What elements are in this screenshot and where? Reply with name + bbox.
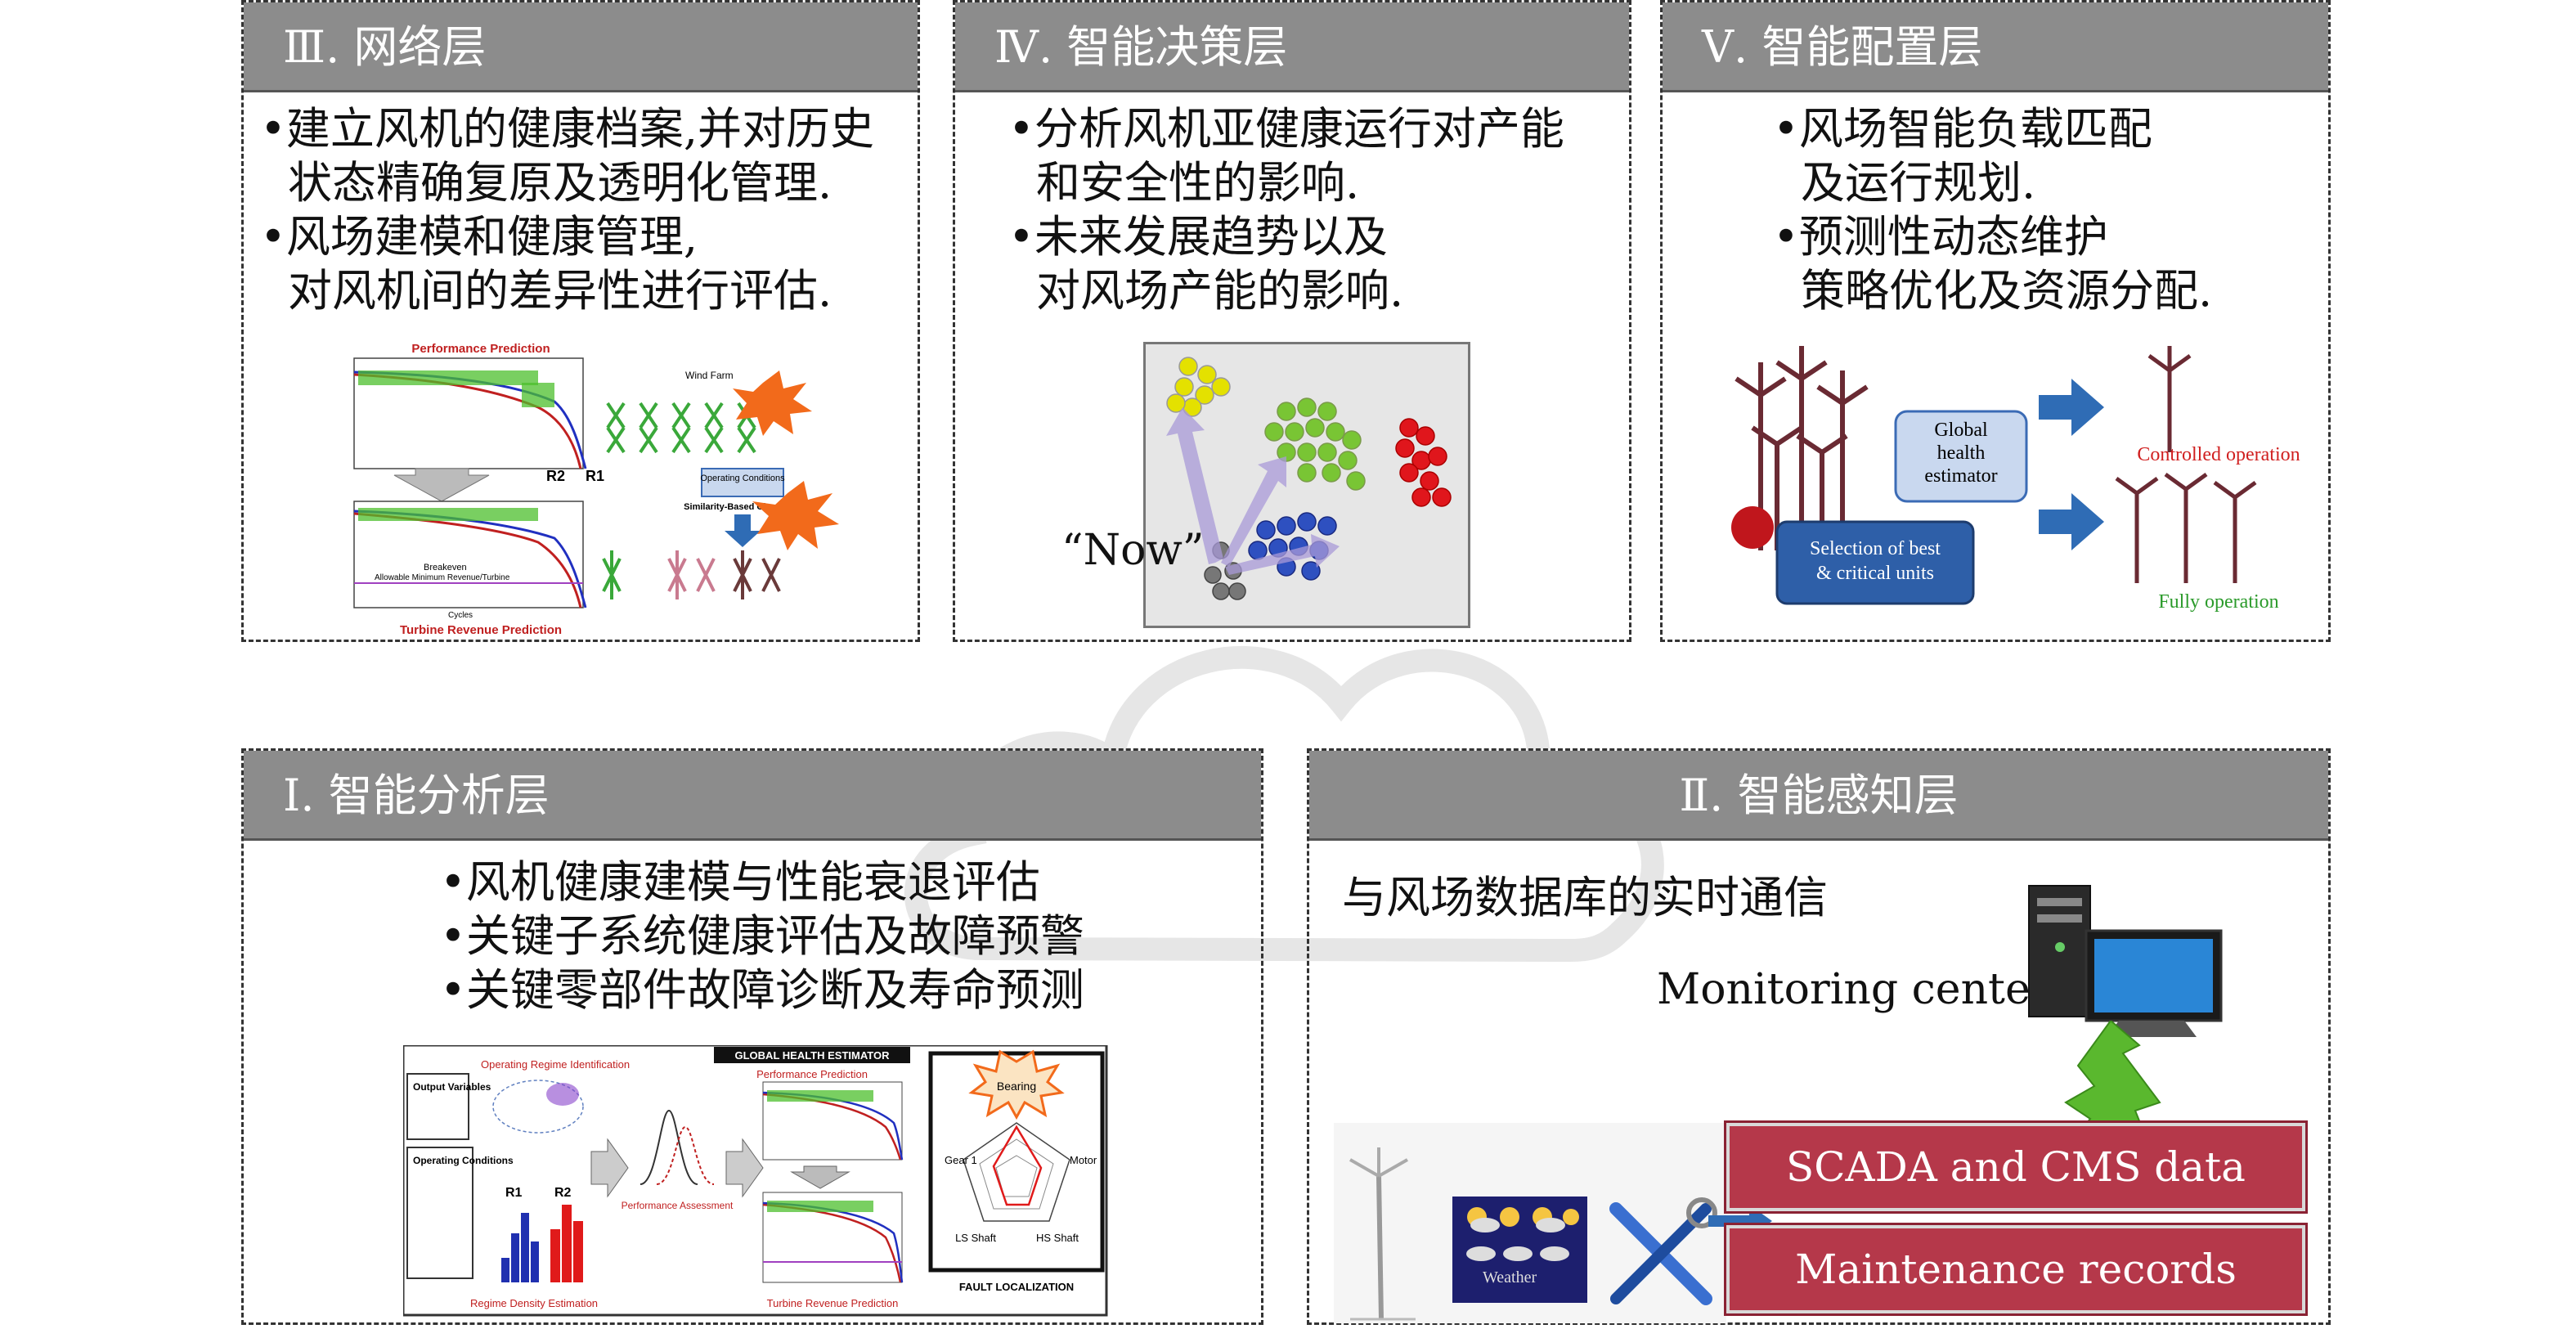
bullet-line: •关键零部件故障诊断及寿命预测 bbox=[440, 964, 1084, 1016]
r1-label: R1 bbox=[586, 468, 604, 484]
tools-icon bbox=[1609, 1197, 1717, 1305]
config-layer-panel: Ⅴ. 智能配置层 •风场智能负载匹配 及运行规划. •预测性动态维护 策略优化及… bbox=[1660, 0, 2331, 642]
maintenance-records-box: Maintenance records bbox=[1726, 1225, 2305, 1313]
turbine-group-icon bbox=[1735, 346, 1869, 550]
bullet-line: •关键子系统健康评估及故障预警 bbox=[440, 910, 1084, 962]
turbine-revenue-title: Turbine Revenue Prediction bbox=[767, 1297, 899, 1309]
config-figure: Global health estimator Controlled opera… bbox=[1731, 346, 2300, 613]
r2-label: R2 bbox=[554, 1186, 572, 1200]
fully-turbines-icon bbox=[2115, 472, 2257, 583]
controlled-operation-label: Controlled operation bbox=[2137, 444, 2300, 465]
global-health-estimator-title: GLOBAL HEALTH ESTIMATOR bbox=[735, 1049, 891, 1062]
bullet-line: 状态精确复原及透明化管理. bbox=[288, 157, 832, 209]
performance-assessment-label: Performance Assessment bbox=[622, 1200, 734, 1211]
selection-line: Selection of best bbox=[1810, 538, 1941, 559]
decision-layer-panel: Ⅳ. 智能决策层 •分析风机亚健康运行对产能 和安全性的影响. •未来发展趋势以… bbox=[953, 0, 1631, 642]
cluster-scatter bbox=[1166, 357, 1452, 600]
global-health-line: health bbox=[1937, 442, 1986, 464]
bullet-line: •预测性动态维护 bbox=[1773, 211, 2108, 263]
fully-operation-label: Fully operation bbox=[2158, 591, 2278, 613]
selection-line: & critical units bbox=[1816, 563, 1934, 584]
motor-label: Motor bbox=[1070, 1154, 1097, 1166]
bullet-line: •风机健康建模与性能衰退评估 bbox=[440, 856, 1040, 908]
config-layer-header: Ⅴ. 智能配置层 bbox=[1663, 2, 2328, 92]
perception-layer-panel: Ⅱ. 智能感知层 与风场数据库的实时通信 Monitoring center W… bbox=[1307, 748, 2331, 1325]
computer-icon bbox=[2028, 885, 2223, 1037]
allowable-minimum-label: Allowable Minimum Revenue/Turbine bbox=[375, 573, 510, 582]
bullet-line: •风场建模和健康管理, bbox=[260, 211, 698, 263]
trend-arrows-icon bbox=[1166, 407, 1340, 575]
now-label: “Now” bbox=[1061, 526, 1205, 575]
analysis-figure: Output Variables Operating Conditions Op… bbox=[403, 1045, 1108, 1317]
wind-farm-label: Wind Farm bbox=[685, 370, 734, 381]
cycles-label: Cycles bbox=[448, 611, 473, 620]
weather-label: Weather bbox=[1483, 1268, 1537, 1286]
bullet-line: 对风场产能的影响. bbox=[1036, 265, 1404, 317]
realtime-communication-text: 与风场数据库的实时通信 bbox=[1342, 872, 1828, 923]
scada-cms-data-box: SCADA and CMS data bbox=[1726, 1123, 2305, 1211]
controlled-turbine-icon bbox=[2147, 346, 2192, 452]
regime-density-title: Regime Density Estimation bbox=[470, 1297, 598, 1309]
network-figure: Performance Prediction R2 R1 Breakeven A… bbox=[353, 342, 839, 637]
monitoring-center-label: Monitoring center bbox=[1657, 965, 2051, 1014]
breakeven-label: Breakeven bbox=[424, 563, 467, 572]
r1-label: R1 bbox=[505, 1186, 523, 1200]
bullet-line: •未来发展趋势以及 bbox=[1008, 211, 1388, 263]
r2-label: R2 bbox=[546, 468, 565, 484]
regime-identification-title: Operating Regime Identification bbox=[481, 1058, 630, 1071]
analysis-layer-panel: Ⅰ. 智能分析层 •风机健康建模与性能衰退评估 •关键子系统健康评估及故障预警 … bbox=[241, 748, 1263, 1325]
hs-shaft-label: HS Shaft bbox=[1036, 1232, 1079, 1244]
bullet-line: 对风机间的差异性进行评估. bbox=[288, 265, 832, 317]
ls-shaft-label: LS Shaft bbox=[955, 1232, 996, 1244]
global-health-line: estimator bbox=[1924, 465, 1997, 487]
config-layer-bullets: •风场智能负载匹配 及运行规划. •预测性动态维护 策略优化及资源分配. bbox=[1773, 102, 2212, 318]
perception-layer-header: Ⅱ. 智能感知层 bbox=[1309, 751, 2328, 841]
global-health-line: Global bbox=[1934, 420, 1988, 441]
bullet-line: •分析风机亚健康运行对产能 bbox=[1008, 103, 1564, 155]
network-layer-bullets: •建立风机的健康档案,并对历史 状态精确复原及透明化管理. •风场建模和健康管理… bbox=[260, 102, 874, 318]
bullet-line: •风场智能负载匹配 bbox=[1773, 103, 2152, 155]
analysis-layer-bullets: •风机健康建模与性能衰退评估 •关键子系统健康评估及故障预警 •关键零部件故障诊… bbox=[440, 855, 1084, 1017]
operating-conditions-label: Operating Conditions bbox=[413, 1155, 514, 1166]
performance-prediction-title: Performance Prediction bbox=[756, 1068, 868, 1080]
gear-label: Gear 1 bbox=[945, 1154, 977, 1166]
bullet-line: •建立风机的健康档案,并对历史 bbox=[260, 103, 875, 155]
weather-icons bbox=[1466, 1207, 1579, 1261]
network-layer-panel: Ⅲ. 网络层 •建立风机的健康档案,并对历史 状态精确复原及透明化管理. •风场… bbox=[241, 0, 920, 642]
turbine-revenue-title: Turbine Revenue Prediction bbox=[400, 623, 562, 637]
wind-turbine-icon bbox=[1349, 1147, 1416, 1321]
analysis-layer-header: Ⅰ. 智能分析层 bbox=[244, 751, 1261, 841]
bullet-line: 及运行规划. bbox=[1801, 157, 2036, 209]
network-layer-header: Ⅲ. 网络层 bbox=[244, 2, 918, 92]
output-variables-label: Output Variables bbox=[413, 1081, 491, 1093]
decision-layer-header: Ⅳ. 智能决策层 bbox=[955, 2, 1629, 92]
performance-prediction-title: Performance Prediction bbox=[411, 342, 550, 356]
fault-localization-label: FAULT LOCALIZATION bbox=[959, 1281, 1074, 1293]
decision-layer-bullets: •分析风机亚健康运行对产能 和安全性的影响. •未来发展趋势以及 对风场产能的影… bbox=[1008, 102, 1564, 318]
bullet-line: 策略优化及资源分配. bbox=[1801, 265, 2213, 317]
wind-farm-turbines-icon bbox=[606, 402, 756, 454]
operating-conditions-label: Operating Conditions bbox=[700, 474, 785, 483]
bullet-line: 和安全性的影响. bbox=[1036, 157, 1360, 209]
bearing-label: Bearing bbox=[997, 1080, 1036, 1093]
